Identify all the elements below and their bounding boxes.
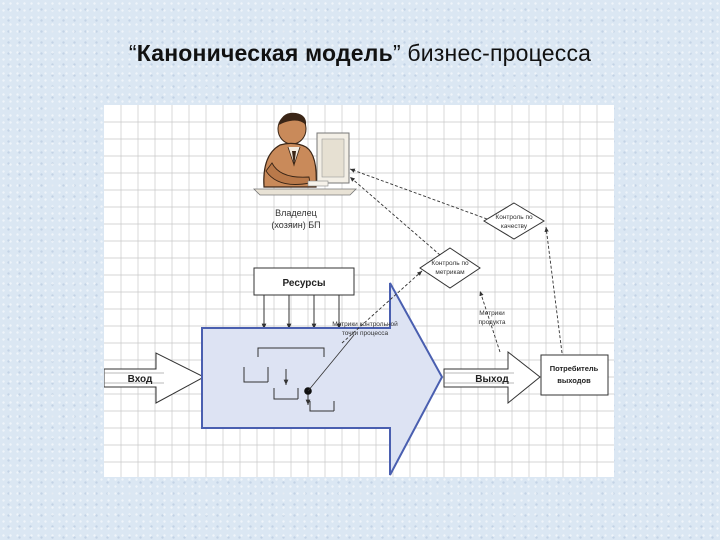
owner-label-line2: (хозяин) БП xyxy=(271,220,320,230)
metrics-control-point-line2: точки процесса xyxy=(342,330,389,337)
business-process-diagram: Владелец (хозяин) БП Ресурсы Вход Метрик… xyxy=(104,105,614,477)
slide-title: “Каноническая модель” бизнес-процесса xyxy=(0,40,720,67)
metrics-control-point-line1: Метрики контрольной xyxy=(332,320,398,328)
title-quote-close: ” xyxy=(393,40,401,66)
control-metrics-line2: метрикам xyxy=(435,269,465,276)
product-metrics-line1: Метрики xyxy=(479,310,505,317)
title-quote-open: “ xyxy=(129,40,137,66)
product-metrics-line2: продукта xyxy=(478,319,505,326)
output-label: Выход xyxy=(475,374,509,385)
owner-label-line1: Владелец xyxy=(275,208,317,218)
consumer-label-line1: Потребитель xyxy=(550,364,599,373)
resources-label: Ресурсы xyxy=(282,278,325,289)
title-rest: бизнес-процесса xyxy=(401,40,591,66)
title-main: Каноническая модель xyxy=(137,40,393,66)
control-quality-line1: Контроль по xyxy=(495,214,533,221)
consumer-box xyxy=(541,355,608,395)
control-metrics-line1: Контроль по xyxy=(431,260,469,267)
control-quality-line2: качеству xyxy=(501,223,528,230)
input-label: Вход xyxy=(128,374,153,385)
consumer-label-line2: выходов xyxy=(557,376,591,385)
